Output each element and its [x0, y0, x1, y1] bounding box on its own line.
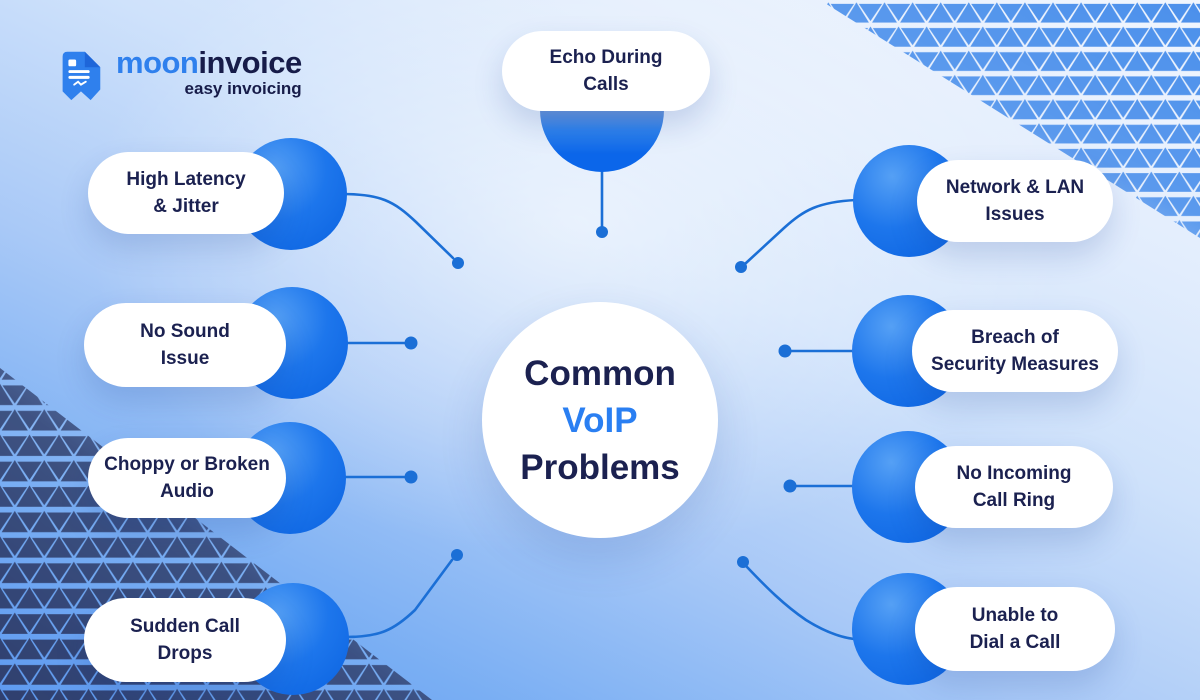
pill-label-line: Security Measures [931, 354, 1099, 375]
pill-label-line: & Jitter [153, 196, 219, 217]
brand-name: mooninvoice [116, 46, 302, 80]
pill-label-line: Sudden Call [130, 616, 240, 637]
connector-lines [340, 170, 858, 641]
connector-left-1 [340, 192, 455, 260]
brand-name-moon: moon [116, 45, 199, 80]
pill-label-line: Issues [985, 204, 1045, 225]
center-title-line1: Common [524, 353, 676, 393]
problem-pill-high-latency-jitter: High Latency & Jitter [88, 152, 284, 234]
pill-label-line: Breach of [971, 327, 1059, 348]
connector-right-1 [744, 198, 858, 265]
brand-logo: mooninvoice easy invoicing [54, 46, 302, 102]
pill-label-line: High Latency [126, 169, 246, 190]
pill-label-line: Issue [160, 348, 210, 369]
invoice-document-icon [62, 51, 101, 101]
brand-text: mooninvoice easy invoicing [116, 46, 302, 99]
problem-pill-no-incoming-call-ring: No Incoming Call Ring [915, 446, 1113, 528]
problem-pill-network-lan-issues: Network & LAN Issues [917, 160, 1113, 242]
problem-pill-choppy-broken-audio: Choppy or Broken Audio [88, 438, 286, 518]
pill-label-line: Echo During [549, 47, 663, 68]
pill-label-line: Calls [583, 74, 629, 95]
brand-tagline: easy invoicing [184, 79, 302, 98]
pill-label-line: No Sound [140, 321, 230, 342]
problem-pill-breach-of-security: Breach of Security Measures [912, 310, 1118, 392]
connector-left-4 [343, 558, 454, 639]
problem-pill-sudden-call-drops: Sudden Call Drops [84, 598, 286, 682]
pill-label-line: Dial a Call [969, 632, 1061, 653]
problem-pill-unable-to-dial: Unable to Dial a Call [915, 587, 1115, 671]
pill-label-line: Audio [160, 481, 214, 502]
pill-label-line: Drops [157, 643, 213, 664]
center-title-line2-voip: VoIP [562, 400, 638, 440]
center-title-line3: Problems [520, 447, 680, 487]
pill-label-line: Choppy or Broken [104, 454, 270, 475]
center-title-circle: Common VoIP Problems [482, 302, 718, 538]
connector-dots [404, 226, 797, 568]
connector-right-4 [745, 565, 856, 641]
pill-label-line: Network & LAN [945, 177, 1085, 198]
brand-name-invoice: invoice [198, 45, 302, 80]
problem-pill-echo-during-calls: Echo During Calls [502, 31, 710, 111]
pill-label-line: Unable to [971, 605, 1059, 626]
pill-label-line: Call Ring [972, 490, 1056, 511]
pill-label-line: No Incoming [956, 463, 1072, 484]
problem-pill-no-sound-issue: No Sound Issue [84, 303, 286, 387]
